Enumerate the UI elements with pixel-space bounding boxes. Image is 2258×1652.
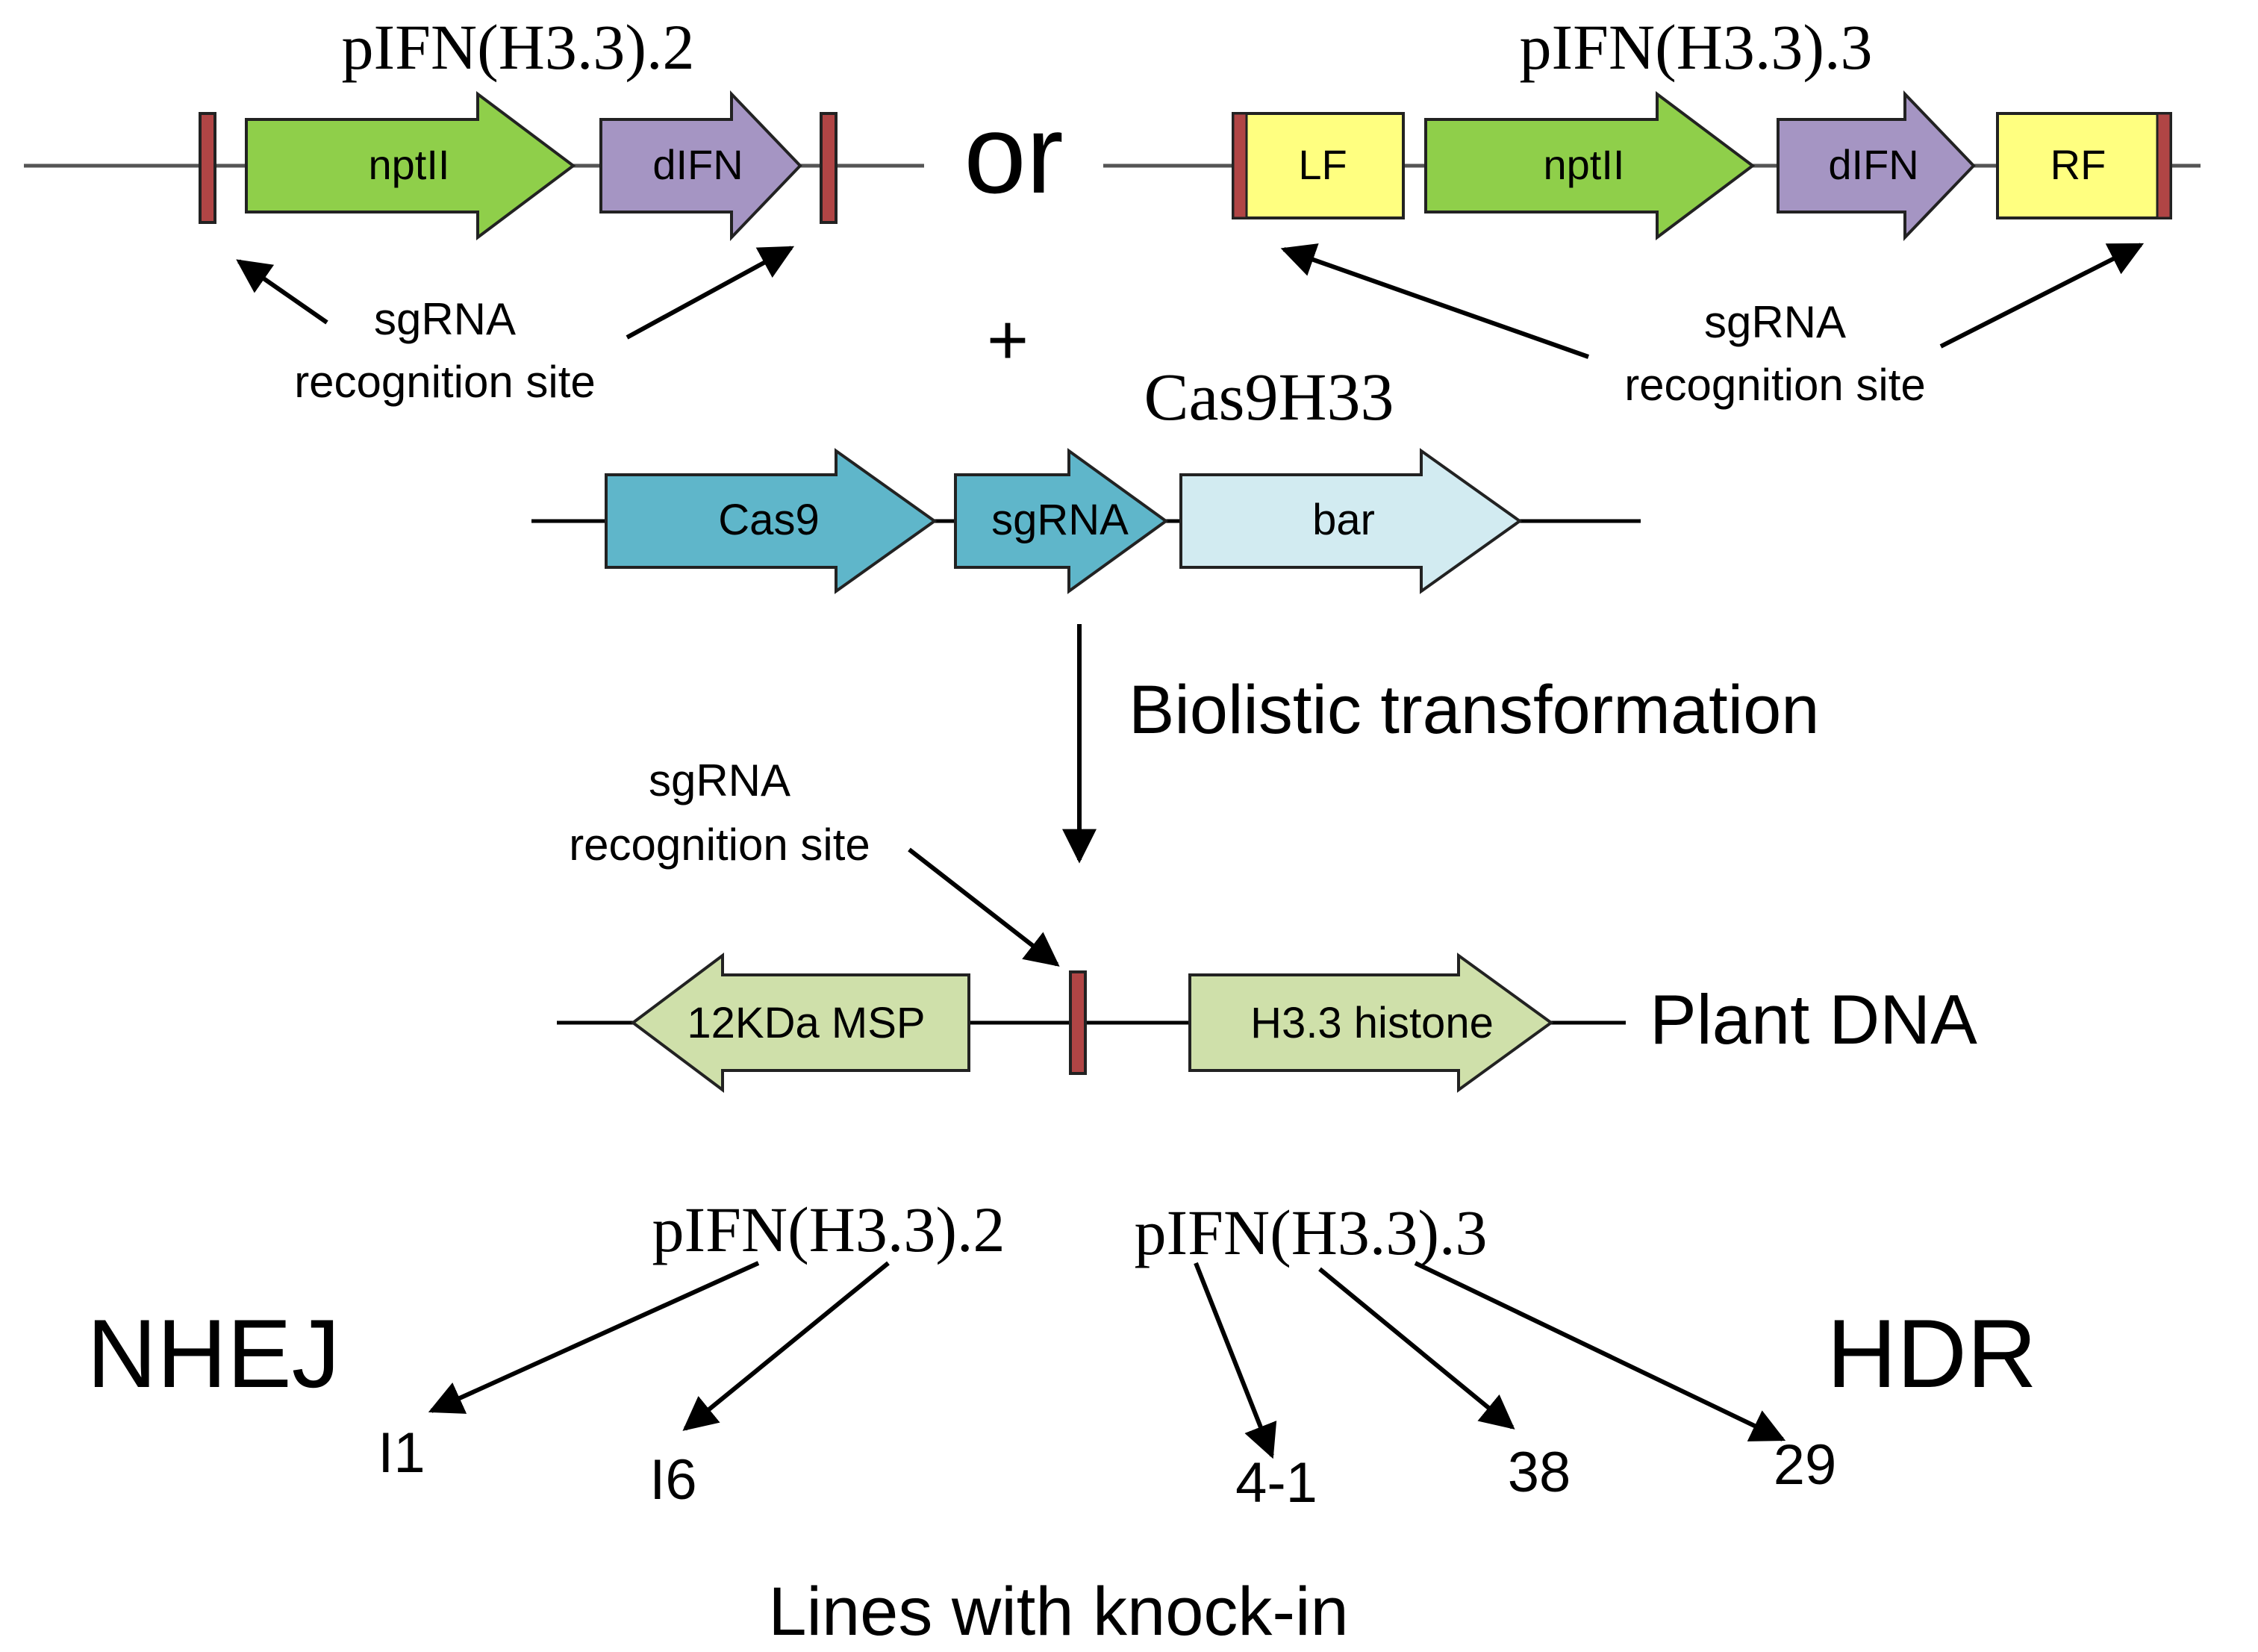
site-label-line1: sgRNA (374, 294, 516, 344)
nptii-gene-label: nptII (1544, 141, 1625, 188)
msp-gene-arrow (630, 953, 970, 1093)
construct-cas9h33-title: Cas9H33 (1144, 361, 1394, 434)
site-label-line1: sgRNA (1704, 297, 1846, 347)
nhej-pathway-label: NHEJ (87, 1299, 340, 1408)
construct-pifn-2: pIFN(H3.3).2 nptII dIFN sgRNA recognitio… (24, 11, 924, 407)
outcome-arrow (1318, 1267, 1515, 1430)
hdr-pathway-label: HDR (1827, 1299, 2037, 1408)
site-label-line2: recognition site (294, 357, 596, 407)
site-label-line2: recognition site (569, 820, 870, 870)
outcome-source-pifn-3: pIFN(H3.3).3 (1135, 1197, 1488, 1268)
difn-gene-label: dIFN (652, 141, 743, 188)
right-flank-label: RF (2050, 141, 2106, 188)
outcome-arrow (1414, 1261, 1786, 1441)
site-pointer-arrow (1280, 243, 1589, 359)
nptii-gene-arrow (245, 91, 576, 240)
bar-gene-arrow (1179, 448, 1523, 594)
process-label: Biolistic transformation (1129, 672, 1819, 748)
nptii-gene-arrow (1424, 91, 1756, 240)
outcome-arrow (682, 1261, 890, 1431)
cas9-gene-arrow (605, 448, 938, 594)
outcome-arrow (1194, 1262, 1277, 1459)
line-label-i1: I1 (378, 1421, 425, 1485)
plus-sign: + (987, 300, 1029, 380)
difn-gene-arrow (1777, 90, 1976, 241)
cas9-gene-label: Cas9 (718, 496, 819, 544)
histone-gene-label: H3.3 histone (1250, 999, 1494, 1047)
line-label-i6: I6 (649, 1448, 696, 1512)
outcome-source-pifn-2: pIFN(H3.3).2 (652, 1194, 1005, 1265)
line-label-38: 38 (1508, 1441, 1571, 1504)
outcome-arrow (428, 1261, 760, 1414)
site-pointer-arrow (626, 246, 795, 340)
left-flank-box (1232, 112, 1405, 219)
construct-pifn-2-title: pIFN(H3.3).2 (342, 11, 695, 83)
construct-pifn-3-title: pIFN(H3.3).3 (1520, 11, 1873, 83)
right-flank-box (1996, 112, 2172, 219)
knock-in-outcomes: pIFN(H3.3).2 pIFN(H3.3).3 NHEJ HDR I1 I6… (87, 1194, 2037, 1650)
or-connector: or (964, 91, 1063, 216)
sgrna-gene-arrow (954, 448, 1169, 594)
nptii-gene-label: nptII (369, 141, 450, 188)
sgrna-site-marker (199, 112, 216, 224)
site-pointer-arrow (1939, 243, 2145, 349)
difn-gene-arrow (599, 90, 802, 241)
sgrna-site-marker (1232, 112, 1248, 219)
difn-gene-label: dIFN (1828, 141, 1918, 188)
line-label-29: 29 (1774, 1433, 1837, 1497)
sgrna-site-marker (820, 112, 838, 224)
sgrna-gene-label: sgRNA (991, 496, 1129, 544)
left-flank-label: LF (1298, 141, 1347, 188)
sgrna-site-marker (1069, 970, 1087, 1075)
construct-cas9h33: Cas9H33 Cas9 sgRNA bar (531, 361, 1641, 594)
footer-caption: Lines with knock-in (768, 1574, 1348, 1650)
bar-gene-label: bar (1312, 496, 1375, 544)
site-pointer-arrow (908, 847, 1060, 967)
construct-pifn-3: pIFN(H3.3).3 LF nptII dIFN RF sgRNA reco… (1103, 11, 2201, 410)
sgrna-site-marker (2156, 112, 2172, 219)
plant-dna-label: Plant DNA (1650, 980, 1977, 1059)
site-pointer-arrow (236, 259, 328, 325)
histone-gene-arrow (1188, 953, 1554, 1093)
msp-gene-label: 12KDa MSP (687, 999, 925, 1047)
plant-dna-locus: sgRNA recognition site 12KDa MSP H3.3 hi… (557, 755, 1977, 1093)
line-label-4-1: 4-1 (1235, 1451, 1317, 1515)
site-label-line1: sgRNA (649, 755, 790, 805)
site-label-line2: recognition site (1624, 360, 1926, 410)
